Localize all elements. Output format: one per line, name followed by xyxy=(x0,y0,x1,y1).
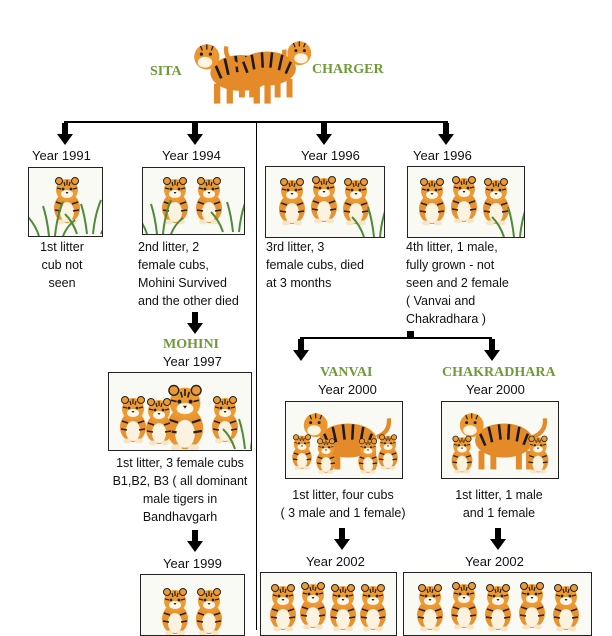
litter-year-1996-b: Year 1996 xyxy=(413,148,472,163)
tiger-name-vanvai: VANVAI xyxy=(320,365,373,380)
vanvai-next-litter-illustration xyxy=(260,572,397,636)
arrow-down-icon xyxy=(334,528,350,550)
arrow-down-icon xyxy=(490,528,506,550)
vanvai-litter-year: Year 2000 xyxy=(318,382,377,397)
mohini-litter-illustration xyxy=(108,372,252,451)
mohini-next-litter-year: Year 1999 xyxy=(163,556,222,571)
arrow-down-icon xyxy=(187,312,203,334)
litter-2-cubs-illustration xyxy=(142,167,245,235)
litter-3-cubs-illustration xyxy=(265,166,385,238)
litter-year-1996-a: Year 1996 xyxy=(301,148,360,163)
litter-4-description: 4th litter, 1 male, fully grown - not se… xyxy=(406,240,509,326)
litter-2-description: 2nd litter, 2 female cubs, Mohini Surviv… xyxy=(138,240,239,308)
chakradhara-litter-year: Year 2000 xyxy=(466,382,525,397)
chakradhara-litter-description: 1st litter, 1 male and 1 female xyxy=(455,488,543,520)
arrow-down-icon xyxy=(438,123,454,145)
arrow-down-icon xyxy=(293,339,309,361)
litter-3-description: 3rd litter, 3 female cubs, died at 3 mon… xyxy=(266,240,364,290)
parents-tiger-illustration xyxy=(193,18,311,110)
tree-divider-vertical xyxy=(256,121,257,630)
arrow-down-icon xyxy=(187,530,203,552)
vanvai-next-litter-year: Year 2002 xyxy=(306,554,365,569)
parent-name-sita: SITA xyxy=(150,64,182,79)
litter-year-1991: Year 1991 xyxy=(32,148,91,163)
litter-1-cub-illustration xyxy=(28,167,103,237)
vanvai-litter-illustration xyxy=(285,401,403,479)
litter-4-cubs-illustration xyxy=(407,166,525,238)
tiger-name-mohini: MOHINI xyxy=(163,337,219,352)
vanvai-litter-description: 1st litter, four cubs ( 3 male and 1 fem… xyxy=(280,488,406,520)
parent-name-charger: CHARGER xyxy=(312,62,384,77)
litter-year-1994: Year 1994 xyxy=(162,148,221,163)
litter-4-connector-vertical xyxy=(407,331,414,338)
mohini-litter-year: Year 1997 xyxy=(163,354,222,369)
chakradhara-next-litter-illustration xyxy=(403,572,592,636)
arrow-down-icon xyxy=(316,123,332,145)
arrow-down-icon xyxy=(484,339,500,361)
arrow-down-icon xyxy=(57,123,73,145)
chakradhara-next-litter-year: Year 2002 xyxy=(465,554,524,569)
tiger-name-chakradhara: CHAKRADHARA xyxy=(442,365,556,380)
mohini-litter-description: 1st litter, 3 female cubs B1,B2, B3 ( al… xyxy=(112,456,248,524)
chakradhara-litter-illustration xyxy=(441,401,559,479)
litter-1-description: 1st litter cub not seen xyxy=(40,240,84,290)
arrow-down-icon xyxy=(187,123,203,145)
litter-4-connector-horizontal xyxy=(300,337,492,339)
mohini-next-litter-illustration xyxy=(140,574,245,636)
